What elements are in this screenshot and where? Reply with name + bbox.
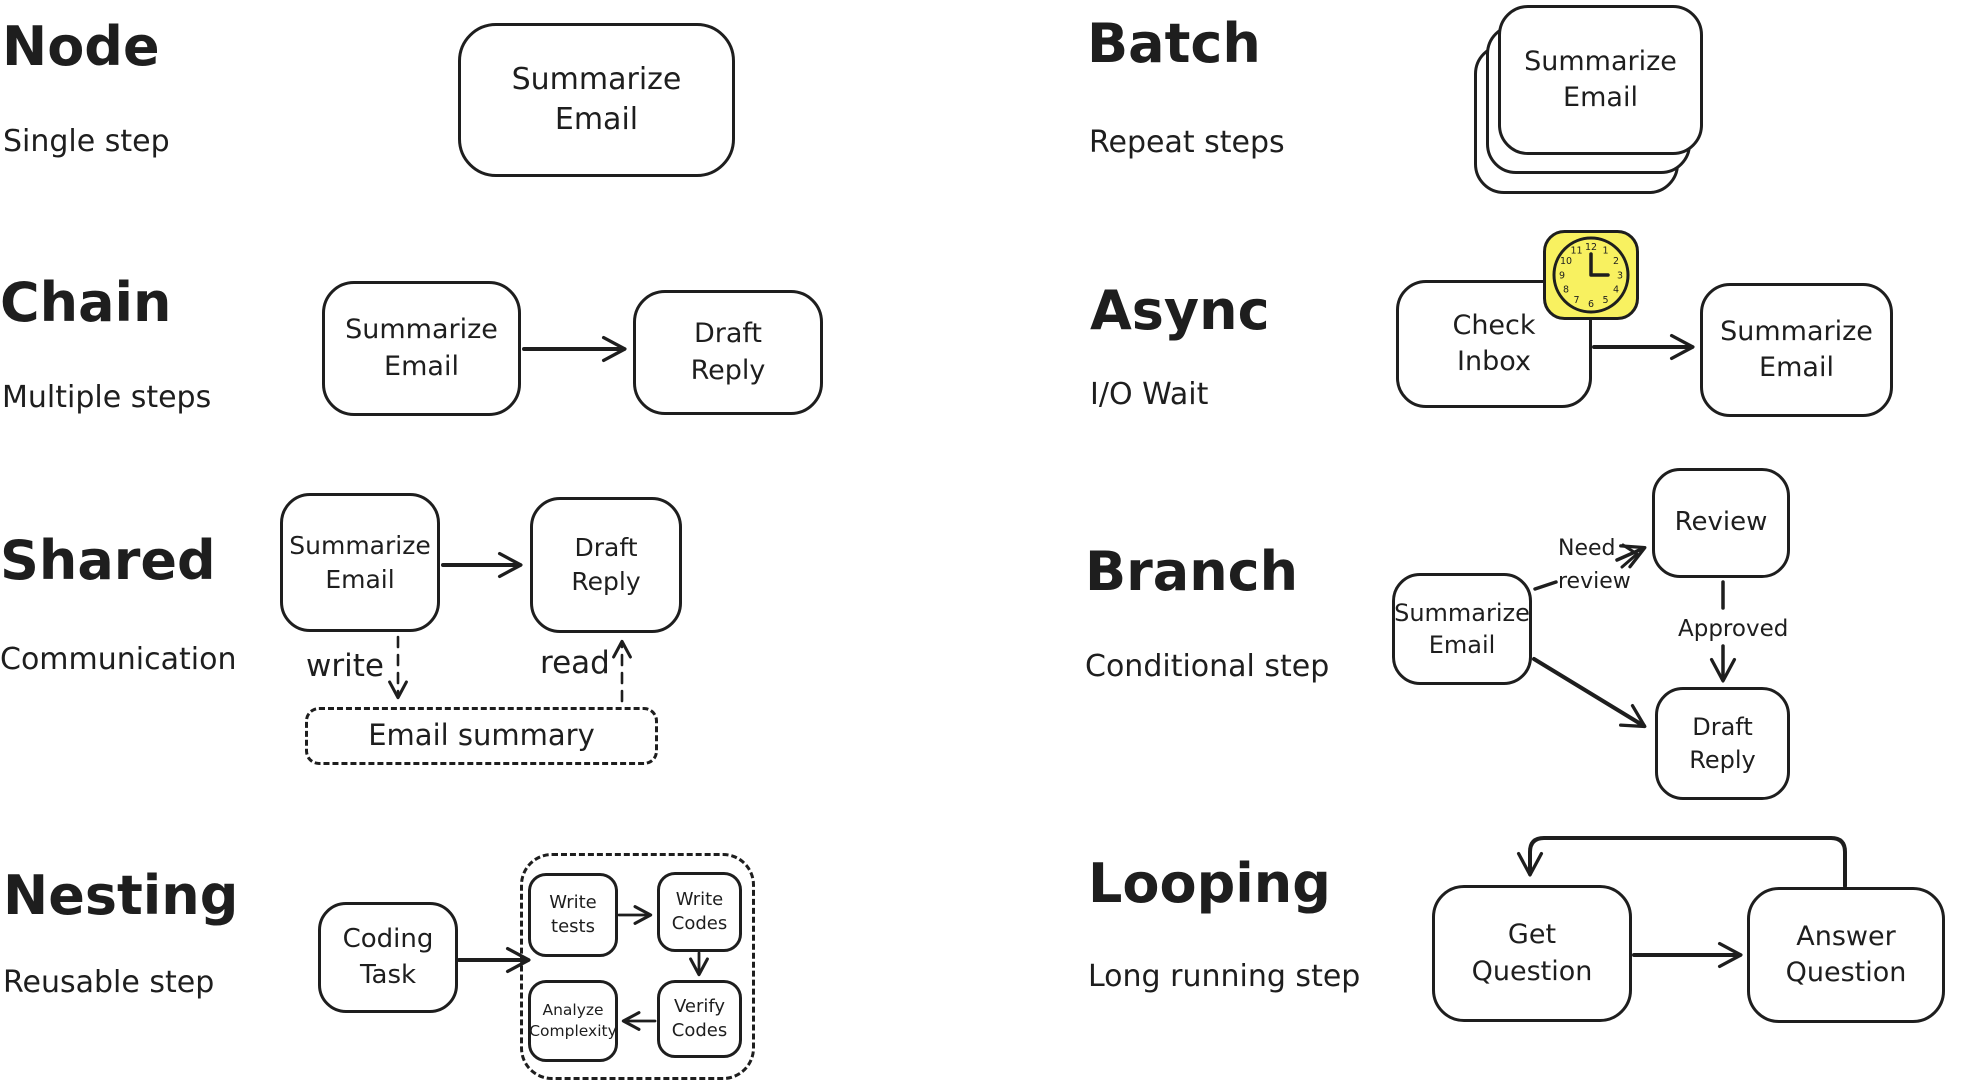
section-subtitle-node: Single step bbox=[3, 124, 170, 159]
looping-get-box: Get Question bbox=[1432, 885, 1632, 1022]
nesting-sub3-label: Verify Codes bbox=[671, 995, 728, 1041]
nesting-sub3-box: Verify Codes bbox=[657, 980, 742, 1058]
async-step2-label: Summarize Email bbox=[1720, 315, 1873, 383]
section-title-branch: Branch bbox=[1085, 540, 1299, 603]
section-title-chain: Chain bbox=[0, 271, 172, 334]
branch-review-box: Review bbox=[1652, 468, 1790, 578]
node-step-label: Summarize Email bbox=[511, 61, 682, 138]
branch-need-review-dash bbox=[1533, 580, 1558, 591]
clock-number: 2 bbox=[1613, 256, 1619, 267]
nesting-sub4-label: Analyze Complexity bbox=[529, 1001, 617, 1040]
clock-number: 7 bbox=[1573, 295, 1579, 306]
branch-source-label: Summarize Email bbox=[1394, 598, 1530, 659]
clock-number: 11 bbox=[1570, 246, 1582, 257]
shared-step1-label: Summarize Email bbox=[289, 530, 431, 594]
shared-write-label: write bbox=[306, 648, 384, 684]
section-subtitle-shared: Communication bbox=[0, 642, 237, 677]
section-title-batch: Batch bbox=[1087, 12, 1261, 75]
section-subtitle-nesting: Reusable step bbox=[3, 965, 215, 1000]
clock-number: 9 bbox=[1559, 271, 1565, 282]
clock-number: 8 bbox=[1563, 285, 1569, 296]
looping-get-label: Get Question bbox=[1471, 919, 1593, 987]
async-step2-box: Summarize Email bbox=[1700, 283, 1893, 417]
async-step1-box: Check Inbox bbox=[1396, 280, 1592, 408]
shared-step1-box: Summarize Email bbox=[280, 493, 440, 632]
looping-loopback-arrow bbox=[1516, 836, 1847, 888]
looping-answer-label: Answer Question bbox=[1785, 920, 1907, 988]
section-subtitle-looping: Long running step bbox=[1088, 959, 1361, 994]
section-title-node: Node bbox=[2, 15, 160, 78]
clock-number: 10 bbox=[1560, 256, 1572, 267]
section-title-async: Async bbox=[1090, 279, 1270, 342]
branch-direct-arrow bbox=[1532, 657, 1647, 729]
nesting-sub2-box: Write Codes bbox=[657, 872, 742, 952]
nesting-container bbox=[520, 853, 755, 1080]
shared-step2-label: Draft Reply bbox=[571, 533, 641, 596]
clock-hands bbox=[1589, 252, 1610, 277]
clock-number: 4 bbox=[1613, 285, 1619, 296]
section-title-nesting: Nesting bbox=[3, 864, 239, 927]
nesting-sub1-box: Write tests bbox=[528, 873, 618, 957]
clock-number: 5 bbox=[1602, 295, 1608, 306]
nesting-parent-label: Coding Task bbox=[342, 924, 434, 990]
section-subtitle-batch: Repeat steps bbox=[1089, 125, 1285, 160]
shared-step2-box: Draft Reply bbox=[530, 497, 682, 633]
chain-step1-label: Summarize Email bbox=[345, 314, 498, 382]
branch-review-label: Review bbox=[1674, 507, 1768, 538]
looping-answer-box: Answer Question bbox=[1747, 887, 1945, 1023]
async-step1-label: Check Inbox bbox=[1452, 309, 1536, 377]
clock-number: 1 bbox=[1602, 246, 1608, 257]
clock-number: 12 bbox=[1585, 242, 1597, 253]
nesting-sub1-label: Write tests bbox=[549, 891, 597, 937]
nesting-sub4-box: Analyze Complexity bbox=[528, 980, 618, 1062]
branch-need-review-label: Need review bbox=[1558, 536, 1631, 594]
branch-approved-label: Approved bbox=[1678, 616, 1789, 642]
clock-number: 6 bbox=[1588, 299, 1594, 310]
chain-step1-box: Summarize Email bbox=[322, 281, 521, 416]
chain-step2-label: Draft Reply bbox=[690, 318, 766, 386]
section-title-shared: Shared bbox=[0, 529, 216, 592]
section-subtitle-branch: Conditional step bbox=[1085, 649, 1330, 684]
shared-read-label: read bbox=[540, 645, 610, 681]
nesting-parent-box: Coding Task bbox=[318, 902, 458, 1013]
branch-reply-box: Draft Reply bbox=[1655, 687, 1790, 800]
section-title-looping: Looping bbox=[1088, 852, 1331, 915]
shared-store-label: Email summary bbox=[368, 718, 595, 753]
batch-card-label: Summarize Email bbox=[1524, 45, 1677, 113]
section-subtitle-chain: Multiple steps bbox=[2, 380, 212, 415]
branch-source-box: Summarize Email bbox=[1392, 573, 1532, 685]
node-step-box: Summarize Email bbox=[458, 23, 735, 177]
section-subtitle-async: I/O Wait bbox=[1090, 377, 1209, 412]
branch-reply-label: Draft Reply bbox=[1689, 713, 1756, 774]
chain-step2-box: Draft Reply bbox=[633, 290, 823, 415]
batch-card-front: Summarize Email bbox=[1498, 5, 1703, 155]
clock-icon: 1 2 3 4 5 6 7 8 9 10 11 12 bbox=[1543, 230, 1639, 320]
shared-store-box: Email summary bbox=[305, 707, 658, 765]
nesting-sub2-label: Write Codes bbox=[671, 888, 728, 934]
clock-number: 3 bbox=[1617, 271, 1623, 282]
